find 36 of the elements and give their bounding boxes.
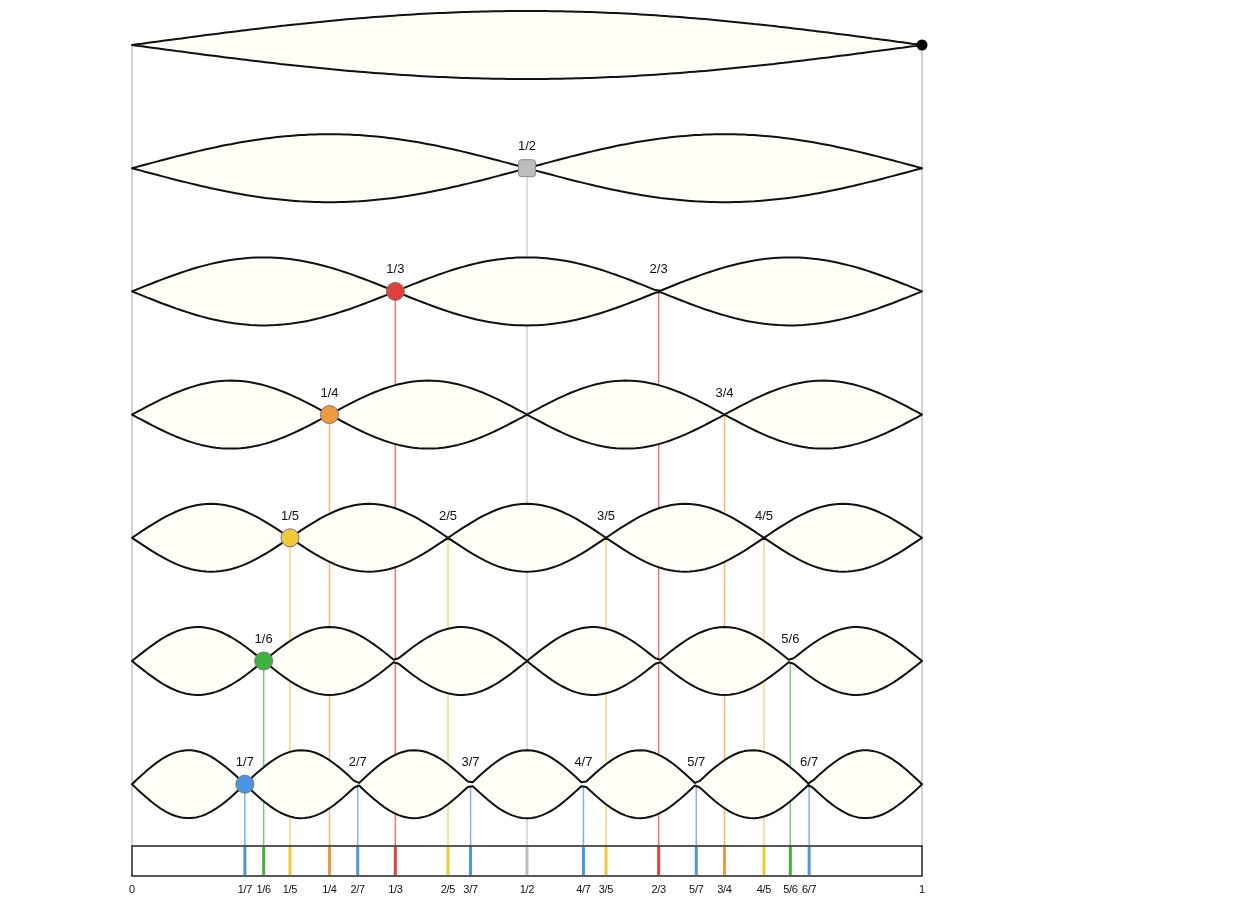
node-label: 1/7 xyxy=(235,755,254,769)
node-label: 3/5 xyxy=(596,508,616,522)
scale-label: 4/7 xyxy=(576,884,591,895)
node-label: 3/7 xyxy=(461,755,480,769)
node-label: 1/3 xyxy=(386,262,405,276)
node-label: 1/6 xyxy=(254,632,273,645)
scale-label: 4/5 xyxy=(756,884,772,895)
scale-label: 1/6 xyxy=(256,884,271,895)
node-label: 5/6 xyxy=(781,632,800,645)
scale-label: 1/2 xyxy=(519,884,535,895)
node-label: 4/7 xyxy=(574,755,593,769)
node-label: 1/2 xyxy=(517,139,537,153)
scale-label: 0 xyxy=(129,884,135,895)
scale-label: 3/7 xyxy=(463,884,478,895)
node-label: 4/5 xyxy=(754,508,774,522)
scale-label: 1/7 xyxy=(237,884,253,895)
scale-label: 3/4 xyxy=(717,884,732,895)
node-label: 1/4 xyxy=(320,385,339,399)
scale-label: 1/4 xyxy=(322,884,337,895)
scale-label: 1 xyxy=(919,884,925,895)
node-label: 3/4 xyxy=(715,385,734,399)
scale-label: 5/7 xyxy=(689,884,704,895)
node-label: 5/7 xyxy=(687,755,706,769)
node-label: 2/7 xyxy=(348,755,367,769)
scale-label: 3/5 xyxy=(598,884,614,895)
node-label: 2/3 xyxy=(649,262,668,276)
scale-label: 1/5 xyxy=(282,884,298,895)
scale-label: 5/6 xyxy=(783,884,798,895)
scale-label: 1/3 xyxy=(388,884,403,895)
scale-label: 2/3 xyxy=(651,884,666,895)
node-label: 2/5 xyxy=(438,508,458,522)
node-label: 6/7 xyxy=(800,755,819,769)
scale-label: 2/5 xyxy=(440,884,456,895)
node-label: 1/5 xyxy=(280,508,300,522)
scale-label: 6/7 xyxy=(801,884,817,895)
scale-label: 2/7 xyxy=(350,884,365,895)
